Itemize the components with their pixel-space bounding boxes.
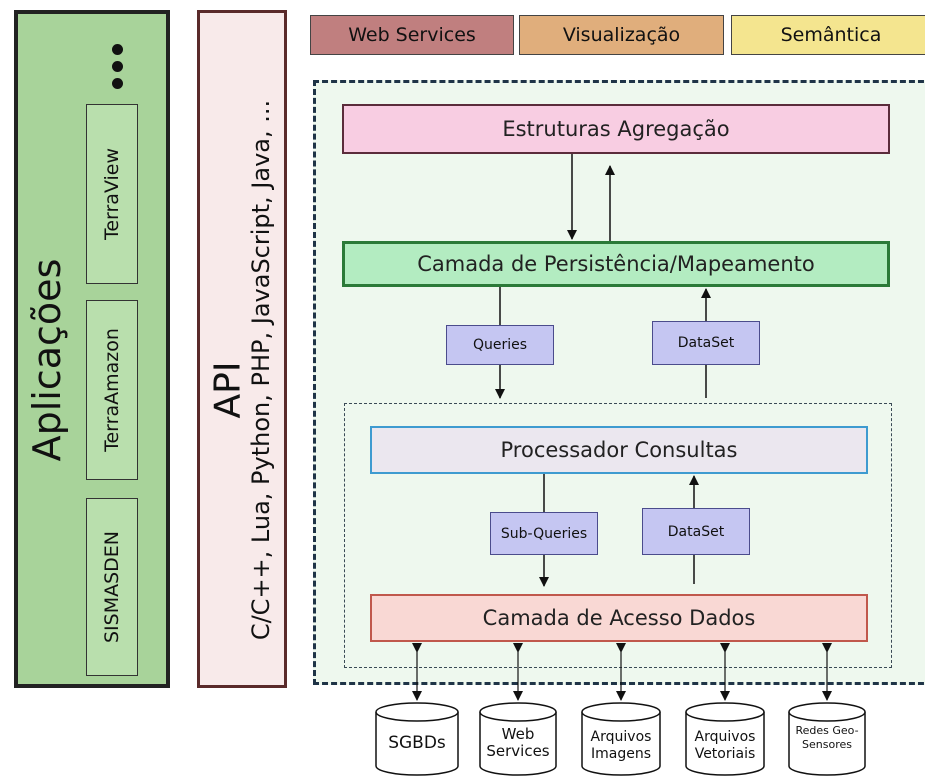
source-arquivos-vetoriais: Arquivos Vetoriais — [694, 729, 756, 762]
app-terraview: TerraView — [86, 104, 138, 284]
persistence-layer: Camada de Persistência/Mapeamento — [342, 241, 890, 287]
tab-visualizacao: Visualização — [519, 15, 724, 55]
more-applications-icon — [106, 44, 128, 94]
tab-web-services: Web Services — [310, 15, 514, 55]
source-redes-geo-sensores: Redes Geo-Sensores — [795, 724, 859, 751]
arquivos-vetoriais-cylinder-icon — [685, 702, 765, 776]
source-web-services: Web Services — [486, 725, 550, 760]
sgbds-cylinder-icon — [375, 702, 459, 776]
data-access-layer: Camada de Acesso Dados — [370, 594, 868, 642]
tab-semantica: Semântica — [731, 15, 925, 55]
web-services-cylinder-icon — [479, 702, 557, 776]
app-sismasden: SISMASDEN — [86, 498, 138, 676]
queries-label: Queries — [446, 325, 554, 365]
aggregation-layer: Estruturas Agregação — [342, 104, 890, 154]
data-source-cylinders — [375, 702, 866, 776]
dataset-upper-label: DataSet — [652, 321, 760, 365]
redes-geo-sensores-cylinder-icon — [788, 702, 866, 776]
api-panel — [197, 10, 287, 688]
app-terraamazon: TerraAmazon — [86, 300, 138, 480]
source-arquivos-imagens: Arquivos Imagens — [590, 729, 652, 762]
arquivos-imagens-cylinder-icon — [581, 702, 661, 776]
subqueries-label: Sub-Queries — [490, 512, 598, 555]
query-processor: Processador Consultas — [370, 426, 868, 474]
dataset-lower-label: DataSet — [642, 508, 750, 555]
source-sgbds: SGBDs — [388, 733, 446, 753]
